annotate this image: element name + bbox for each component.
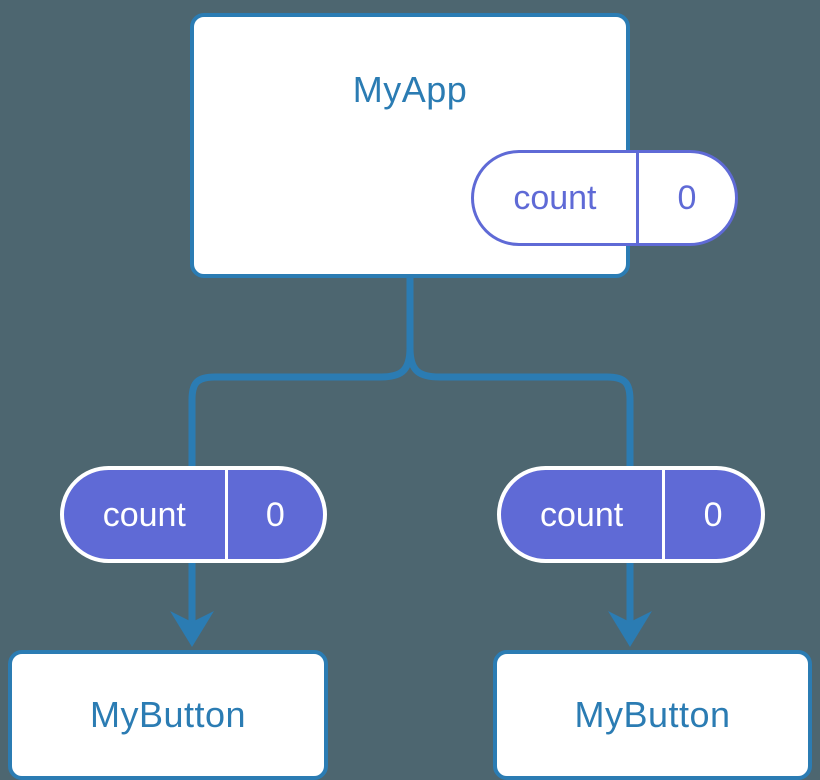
state-pill-root[interactable]: count 0 [471,150,738,246]
arrowhead-left [170,611,214,647]
state-pill-right[interactable]: count 0 [497,466,765,563]
component-card-mybutton-left[interactable]: MyButton [8,650,328,780]
state-pill-label: count [540,495,624,534]
edge-fan-right [406,347,634,466]
state-pill-label: count [513,179,597,217]
state-pill-label: count [102,495,186,534]
component-card-mybutton-right[interactable]: MyButton [493,650,812,780]
state-pill-value: 0 [224,470,323,559]
edge-fan-left [188,347,414,466]
state-pill-left[interactable]: count 0 [60,466,327,563]
component-title-mybutton: MyButton [89,694,247,735]
component-title-mybutton: MyButton [574,694,731,735]
state-pill-value: 0 [662,470,761,559]
component-title-myapp: MyApp [352,69,468,110]
component-card-myapp[interactable]: MyApp count 0 [190,13,738,278]
arrowhead-right [608,611,652,647]
state-pill-value: 0 [635,153,735,243]
